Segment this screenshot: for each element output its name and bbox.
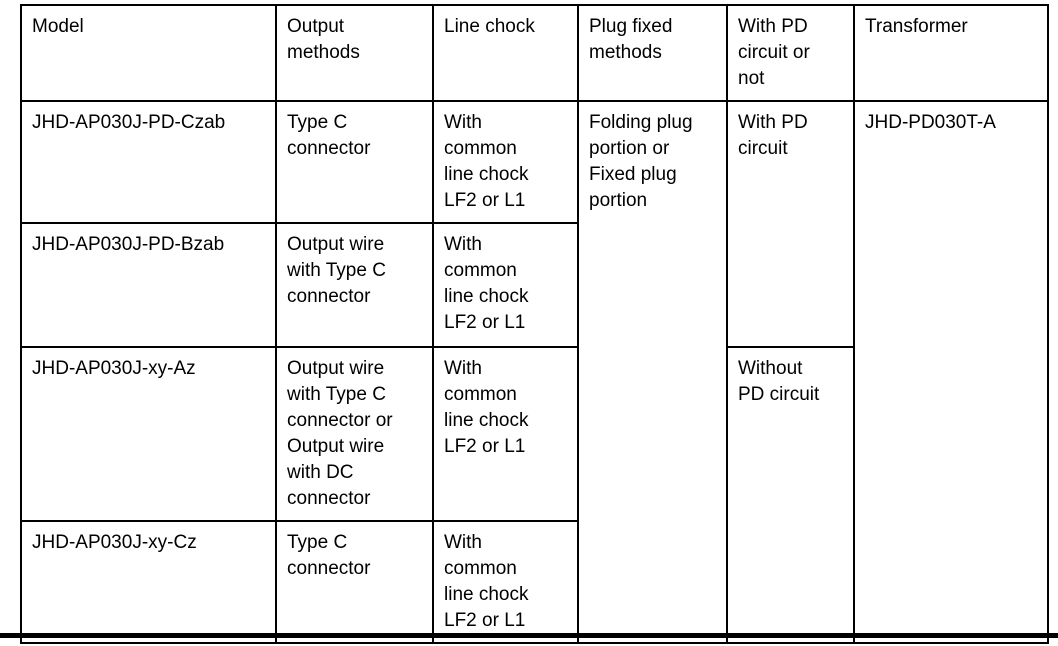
- header-model: Model: [20, 4, 277, 102]
- table-row: JHD-AP030J-PD-Bzab Output wire with Type…: [20, 222, 1048, 348]
- page-bottom-rule: [0, 633, 1058, 638]
- header-transformer: Transformer: [853, 4, 1049, 102]
- cell-without-pd-circuit: Without PD circuit: [726, 346, 855, 644]
- cell-model: JHD-AP030J-PD-Czab: [20, 100, 277, 224]
- header-output-methods: Output methods: [275, 4, 434, 102]
- model-spec-table: Model Output methods Line chock Plug fix…: [20, 4, 1049, 644]
- table-row: JHD-AP030J-xy-Cz Type C connector With c…: [20, 520, 1048, 644]
- cell-transformer: JHD-PD030T-A: [853, 100, 1049, 644]
- cell-line-chock: With common line chock LF2 or L1: [432, 520, 579, 644]
- cell-with-pd-circuit: With PD circuit: [726, 100, 855, 348]
- cell-output-methods: Output wire with Type C connector or Out…: [275, 346, 434, 522]
- cell-output-methods: Output wire with Type C connector: [275, 222, 434, 348]
- cell-plug-fixed-methods: Folding plug portion or Fixed plug porti…: [577, 100, 728, 644]
- cell-line-chock: With common line chock LF2 or L1: [432, 100, 579, 224]
- cell-model: JHD-AP030J-PD-Bzab: [20, 222, 277, 348]
- cell-output-methods: Type C connector: [275, 520, 434, 644]
- header-line-chock: Line chock: [432, 4, 579, 102]
- cell-model: JHD-AP030J-xy-Cz: [20, 520, 277, 644]
- header-row: Model Output methods Line chock Plug fix…: [20, 4, 1049, 102]
- cell-line-chock: With common line chock LF2 or L1: [432, 346, 579, 522]
- cell-model: JHD-AP030J-xy-Az: [20, 346, 277, 522]
- header-plug-fixed-methods: Plug fixed methods: [577, 4, 728, 102]
- header-pd-circuit: With PD circuit or not: [726, 4, 855, 102]
- cell-output-methods: Type C connector: [275, 100, 434, 224]
- table-row: JHD-AP030J-PD-Czab Type C connector With…: [20, 100, 1049, 644]
- table-row: JHD-AP030J-xy-Az Output wire with Type C…: [20, 346, 1048, 644]
- cell-line-chock: With common line chock LF2 or L1: [432, 222, 579, 348]
